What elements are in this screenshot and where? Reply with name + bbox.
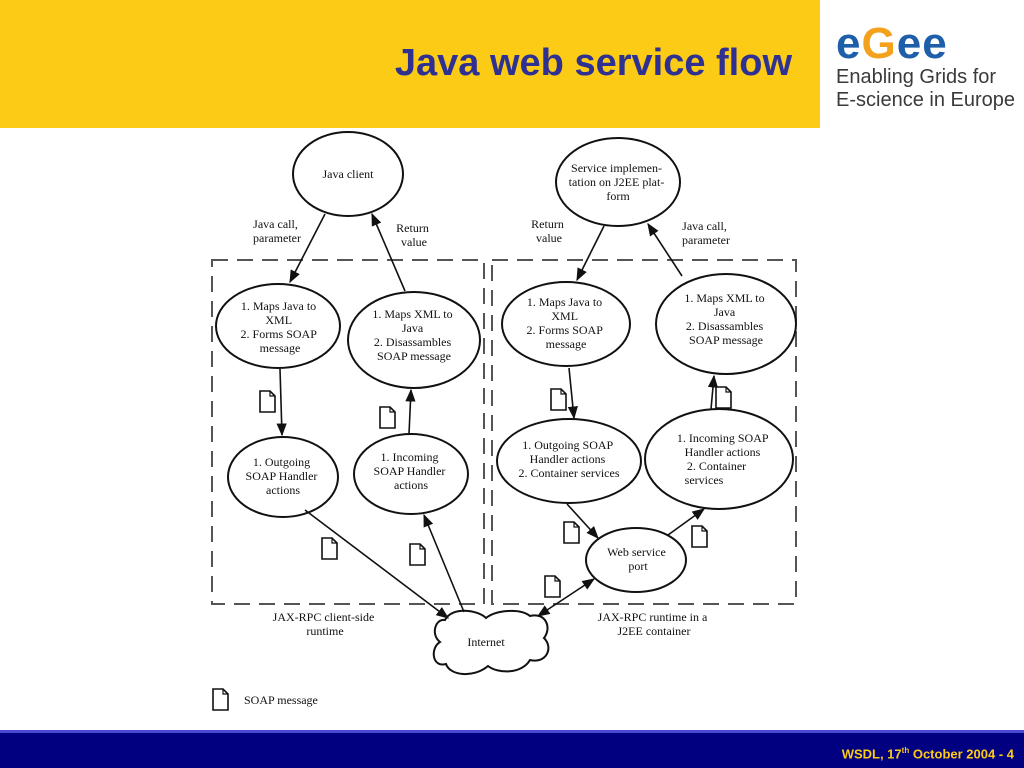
client-maps-java-xml-label: 1. Maps Java to XML 2. Forms SOAP messag… xyxy=(241,299,320,355)
footer-date-prefix: WSDL, 17 xyxy=(841,746,902,762)
arrow-server-call xyxy=(647,222,683,277)
server-return-label: Return value xyxy=(531,217,567,245)
server-incoming-handler-node xyxy=(644,408,794,510)
arrow-client-return xyxy=(371,212,406,292)
client-maps-xml-java-label: 1. Maps XML to Java 2. Disassambles SOAP… xyxy=(372,307,455,363)
server-outgoing-handler-label: 1. Outgoing SOAP Handler actions 2. Cont… xyxy=(519,438,620,480)
arrow-port-to-server-in xyxy=(667,508,706,536)
client-incoming-handler-node xyxy=(353,433,469,515)
arrow-server-out-up xyxy=(567,367,578,420)
server-incoming-handler-label: 1. Incoming SOAP Handler actions 2. Cont… xyxy=(677,431,771,487)
arrow-client-in-up xyxy=(405,388,416,435)
internet-label: Internet xyxy=(467,635,505,649)
client-outgoing-handler-label: 1. Outgoing SOAP Handler actions xyxy=(246,455,321,497)
soap-message-icon xyxy=(563,521,580,544)
service-implementation-node xyxy=(555,137,681,227)
client-outgoing-handler-node xyxy=(227,436,339,518)
footer-text: WSDL, 17th October 2004 - 4 xyxy=(842,746,1014,761)
web-service-port-node xyxy=(585,527,687,593)
soap-message-icon xyxy=(550,388,567,411)
logo-word-e: e xyxy=(836,19,862,68)
client-return-label: Return value xyxy=(396,221,432,249)
server-maps-java-xml-label: 1. Maps Java to XML 2. Forms SOAP messag… xyxy=(527,295,606,351)
server-runtime-box xyxy=(491,259,797,605)
footer-date-suffix: October 2004 - 4 xyxy=(909,746,1014,762)
arrow-server-out-to-port xyxy=(566,503,599,539)
client-call-label: Java call, parameter xyxy=(253,217,301,245)
server-maps-java-xml-node xyxy=(501,281,631,367)
java-client-label: Java client xyxy=(323,167,375,181)
arrow-internet-port xyxy=(536,578,596,617)
legend-label: SOAP message xyxy=(244,693,318,707)
logo-wordmark: eGee xyxy=(836,22,1011,66)
title-band xyxy=(0,0,820,128)
java-client-node xyxy=(292,131,404,217)
arrow-client-to-internet xyxy=(304,509,450,619)
server-maps-xml-java-node xyxy=(655,273,797,375)
footer-band xyxy=(0,730,1024,768)
client-runtime-label: JAX-RPC client-side runtime xyxy=(273,610,378,638)
soap-message-icon xyxy=(379,406,396,429)
soap-message-icon xyxy=(691,525,708,548)
logo-tagline-1: Enabling Grids for xyxy=(836,66,997,88)
legend-soap-message-icon xyxy=(212,688,229,711)
server-runtime-label: JAX-RPC runtime in a J2EE container xyxy=(598,610,711,638)
arrow-client-call xyxy=(289,213,326,284)
server-call-label: Java call, parameter xyxy=(682,219,730,247)
client-runtime-box xyxy=(211,259,485,605)
soap-message-icon xyxy=(544,575,561,598)
client-maps-java-xml-node xyxy=(215,283,341,369)
service-implementation-label: Service implemen- tation on J2EE plat- f… xyxy=(569,161,668,203)
soap-message-icon xyxy=(259,390,276,413)
soap-message-icon xyxy=(409,543,426,566)
soap-message-icon xyxy=(715,386,732,409)
client-maps-xml-java-node xyxy=(347,291,481,389)
arrow-server-return xyxy=(576,225,605,282)
logo-word-ee: ee xyxy=(896,19,948,68)
arrow-client-out-down xyxy=(276,368,287,437)
logo-word-g: G xyxy=(861,19,897,68)
slide-title: Java web service flow xyxy=(394,42,792,84)
arrow-server-in-up xyxy=(707,374,719,410)
arrow-internet-to-client xyxy=(423,513,465,613)
web-service-flow-diagram: Java client 1. Maps Java to XML 2. Forms… xyxy=(211,131,797,711)
internet-cloud xyxy=(432,609,550,675)
logo-tagline-2: E-science in Europe xyxy=(836,89,1015,111)
egee-logo: eGee Enabling Grids for E-science in Eur… xyxy=(836,22,1015,122)
client-incoming-handler-label: 1. Incoming SOAP Handler actions xyxy=(374,450,449,492)
soap-message-icon xyxy=(321,537,338,560)
web-service-port-label: Web service port xyxy=(607,545,669,573)
footer-date-superscript: th xyxy=(901,746,910,755)
server-maps-xml-java-label: 1. Maps XML to Java 2. Disassambles SOAP… xyxy=(684,291,767,347)
